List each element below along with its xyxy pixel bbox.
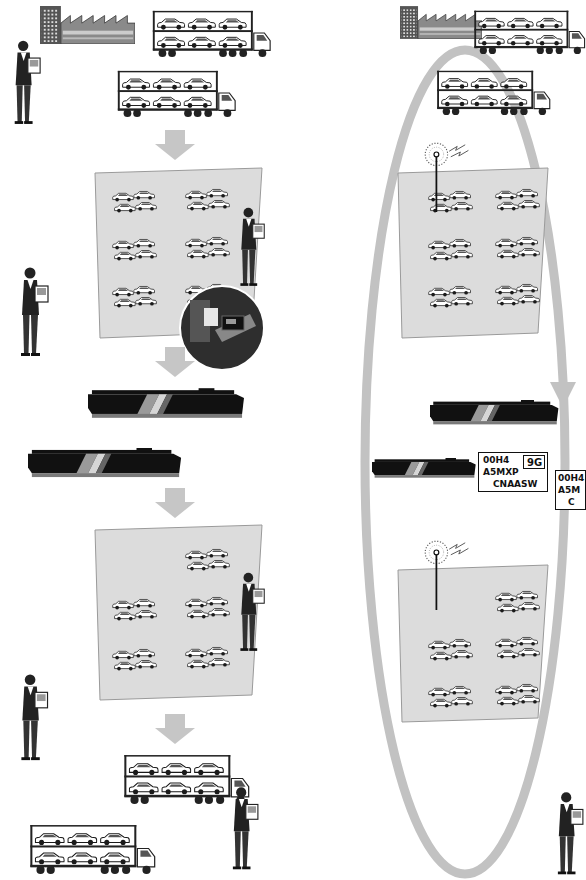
car-carrier-ship [28, 448, 181, 477]
car-group [496, 284, 540, 305]
car-group [186, 189, 230, 210]
car-carrier-ship [372, 458, 476, 478]
parking-lot [398, 168, 548, 338]
car-group [429, 639, 473, 660]
car-carrier-truck [124, 755, 248, 804]
car-group [113, 649, 157, 670]
flow-arrow [155, 488, 195, 518]
tag-code: A5M [558, 485, 580, 496]
car-group [186, 549, 230, 570]
car-group [186, 597, 230, 618]
vehicle-tag: 00H4A5MXPCNAASW 9G [478, 452, 548, 492]
car-group [113, 191, 157, 212]
car-group [429, 686, 473, 707]
worker-figure [233, 787, 258, 869]
worker-figure [558, 792, 583, 874]
factory-icon [40, 6, 135, 44]
car-group [496, 591, 540, 612]
radio-antenna [425, 541, 468, 610]
worker-figure [21, 268, 48, 357]
tag-code: 00H4 [558, 473, 584, 484]
car-carrier-truck [118, 71, 235, 117]
illustration-part [204, 308, 218, 326]
illustration-part [226, 319, 236, 324]
illustration-part [180, 286, 264, 370]
tag-code-box: 9G [523, 455, 545, 469]
tag-code: 00H4 [483, 455, 509, 466]
tag-code: C [568, 497, 575, 508]
worker-figure [15, 41, 40, 124]
vehicle-tag: 00H4A5MC [555, 470, 586, 510]
car-group [429, 286, 473, 307]
car-carrier-ship [430, 400, 558, 424]
parking-lot [398, 565, 548, 722]
car-carrier-truck [153, 11, 270, 57]
car-group [186, 647, 230, 668]
car-carrier-truck [437, 71, 550, 115]
car-group [113, 239, 157, 260]
worker-figure [240, 573, 264, 651]
parking-lot [95, 525, 262, 700]
flow-arrow [155, 347, 195, 377]
worker-figure [240, 208, 264, 286]
car-group [496, 637, 540, 658]
car-group [496, 189, 540, 210]
illustration-part [222, 316, 244, 330]
worker-figure [21, 674, 47, 760]
radio-antenna [425, 143, 468, 212]
car-group [113, 286, 157, 307]
cycle-loop [365, 50, 565, 874]
loop-arrowhead [550, 382, 576, 408]
tag-code: 9G [527, 457, 542, 468]
tag-code: CNAASW [493, 479, 537, 490]
illustration-part [215, 314, 256, 342]
car-group [186, 237, 230, 258]
car-group [429, 239, 473, 260]
flow-arrow [155, 714, 195, 744]
scanner-photo-inset [180, 286, 264, 370]
tag-code: A5MXP [483, 467, 519, 478]
car-carrier-ship [88, 388, 244, 418]
factory-icon [400, 6, 482, 39]
car-group [113, 599, 157, 620]
flow-arrow [155, 130, 195, 160]
car-group [496, 237, 540, 258]
car-group [496, 684, 540, 705]
car-carrier-truck [474, 11, 584, 54]
car-carrier-truck [30, 825, 154, 874]
car-group [429, 191, 473, 212]
